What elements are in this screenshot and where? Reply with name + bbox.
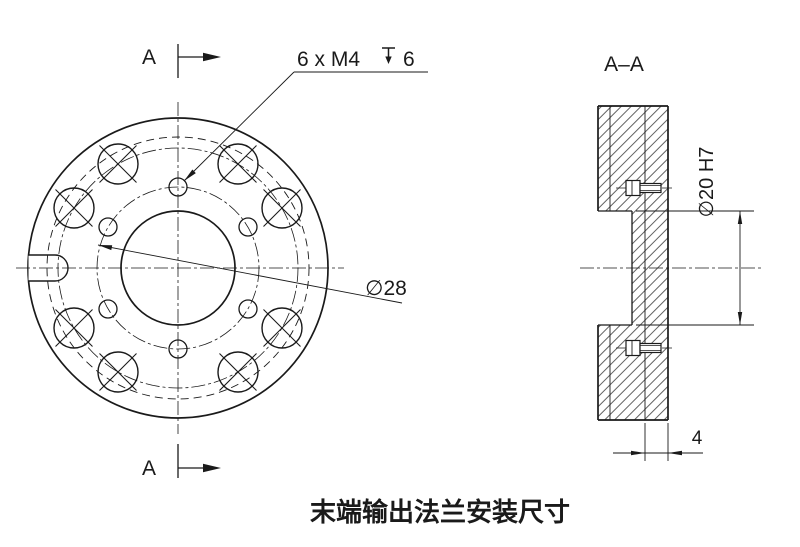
mounting-hole bbox=[217, 143, 259, 185]
screw-shaft bbox=[639, 182, 662, 194]
mounting-hole bbox=[217, 351, 259, 393]
section-arrow-icon bbox=[203, 463, 221, 473]
depth-symbol-icon bbox=[382, 47, 395, 64]
thread-note: 6 x M4 6 bbox=[183, 47, 428, 182]
leader-arrowhead-icon bbox=[184, 169, 196, 181]
thread-note-text: 6 x M4 bbox=[297, 48, 360, 71]
tapped-hole bbox=[98, 217, 118, 237]
bore-dim-text: ∅20 H7 bbox=[696, 147, 718, 218]
section-cut-bottom: A bbox=[142, 444, 221, 480]
section-letter: A bbox=[142, 46, 156, 69]
pitch-dia-text: ∅28 bbox=[365, 277, 407, 300]
leader-line bbox=[183, 71, 295, 182]
mounting-hole bbox=[97, 143, 139, 185]
fastener-top bbox=[616, 179, 672, 197]
section-arrow-icon bbox=[203, 52, 221, 62]
section-hatch bbox=[598, 106, 668, 420]
thickness-dim-text: 4 bbox=[692, 428, 703, 449]
dimension-arrowhead-icon bbox=[737, 312, 743, 325]
mounting-hole bbox=[261, 307, 303, 349]
thickness-dimension: 4 bbox=[613, 423, 703, 461]
screw-shaft bbox=[639, 342, 662, 354]
internal-edges bbox=[609, 106, 646, 420]
mounting-hole bbox=[97, 351, 139, 393]
section-view: A–A bbox=[580, 53, 762, 461]
section-letter: A bbox=[142, 457, 156, 480]
thread-depth-value: 6 bbox=[403, 48, 415, 71]
dimension-arrowhead-icon bbox=[631, 450, 645, 456]
front-view: 6 x M4 6 ∅28 A A bbox=[16, 44, 428, 480]
drawing-caption: 末端输出法兰安装尺寸 bbox=[310, 497, 570, 528]
screw-head bbox=[625, 179, 641, 197]
bore-dimension: ∅20 H7 bbox=[636, 147, 754, 326]
screw-head bbox=[625, 339, 641, 357]
dimension-arrowhead-icon bbox=[668, 450, 682, 456]
fastener-bottom bbox=[616, 339, 672, 357]
leader-arrowhead-icon bbox=[98, 245, 113, 251]
center-bore-circle bbox=[120, 210, 236, 326]
pitch-dia-note: ∅28 bbox=[97, 244, 407, 304]
mounting-hole bbox=[53, 307, 95, 349]
dimension-arrowhead-icon bbox=[737, 211, 743, 224]
section-view-title: A–A bbox=[604, 53, 644, 76]
leader-line bbox=[97, 244, 403, 304]
section-cut-top: A bbox=[142, 44, 221, 78]
mounting-hole bbox=[261, 187, 303, 229]
mounting-hole bbox=[53, 187, 95, 229]
